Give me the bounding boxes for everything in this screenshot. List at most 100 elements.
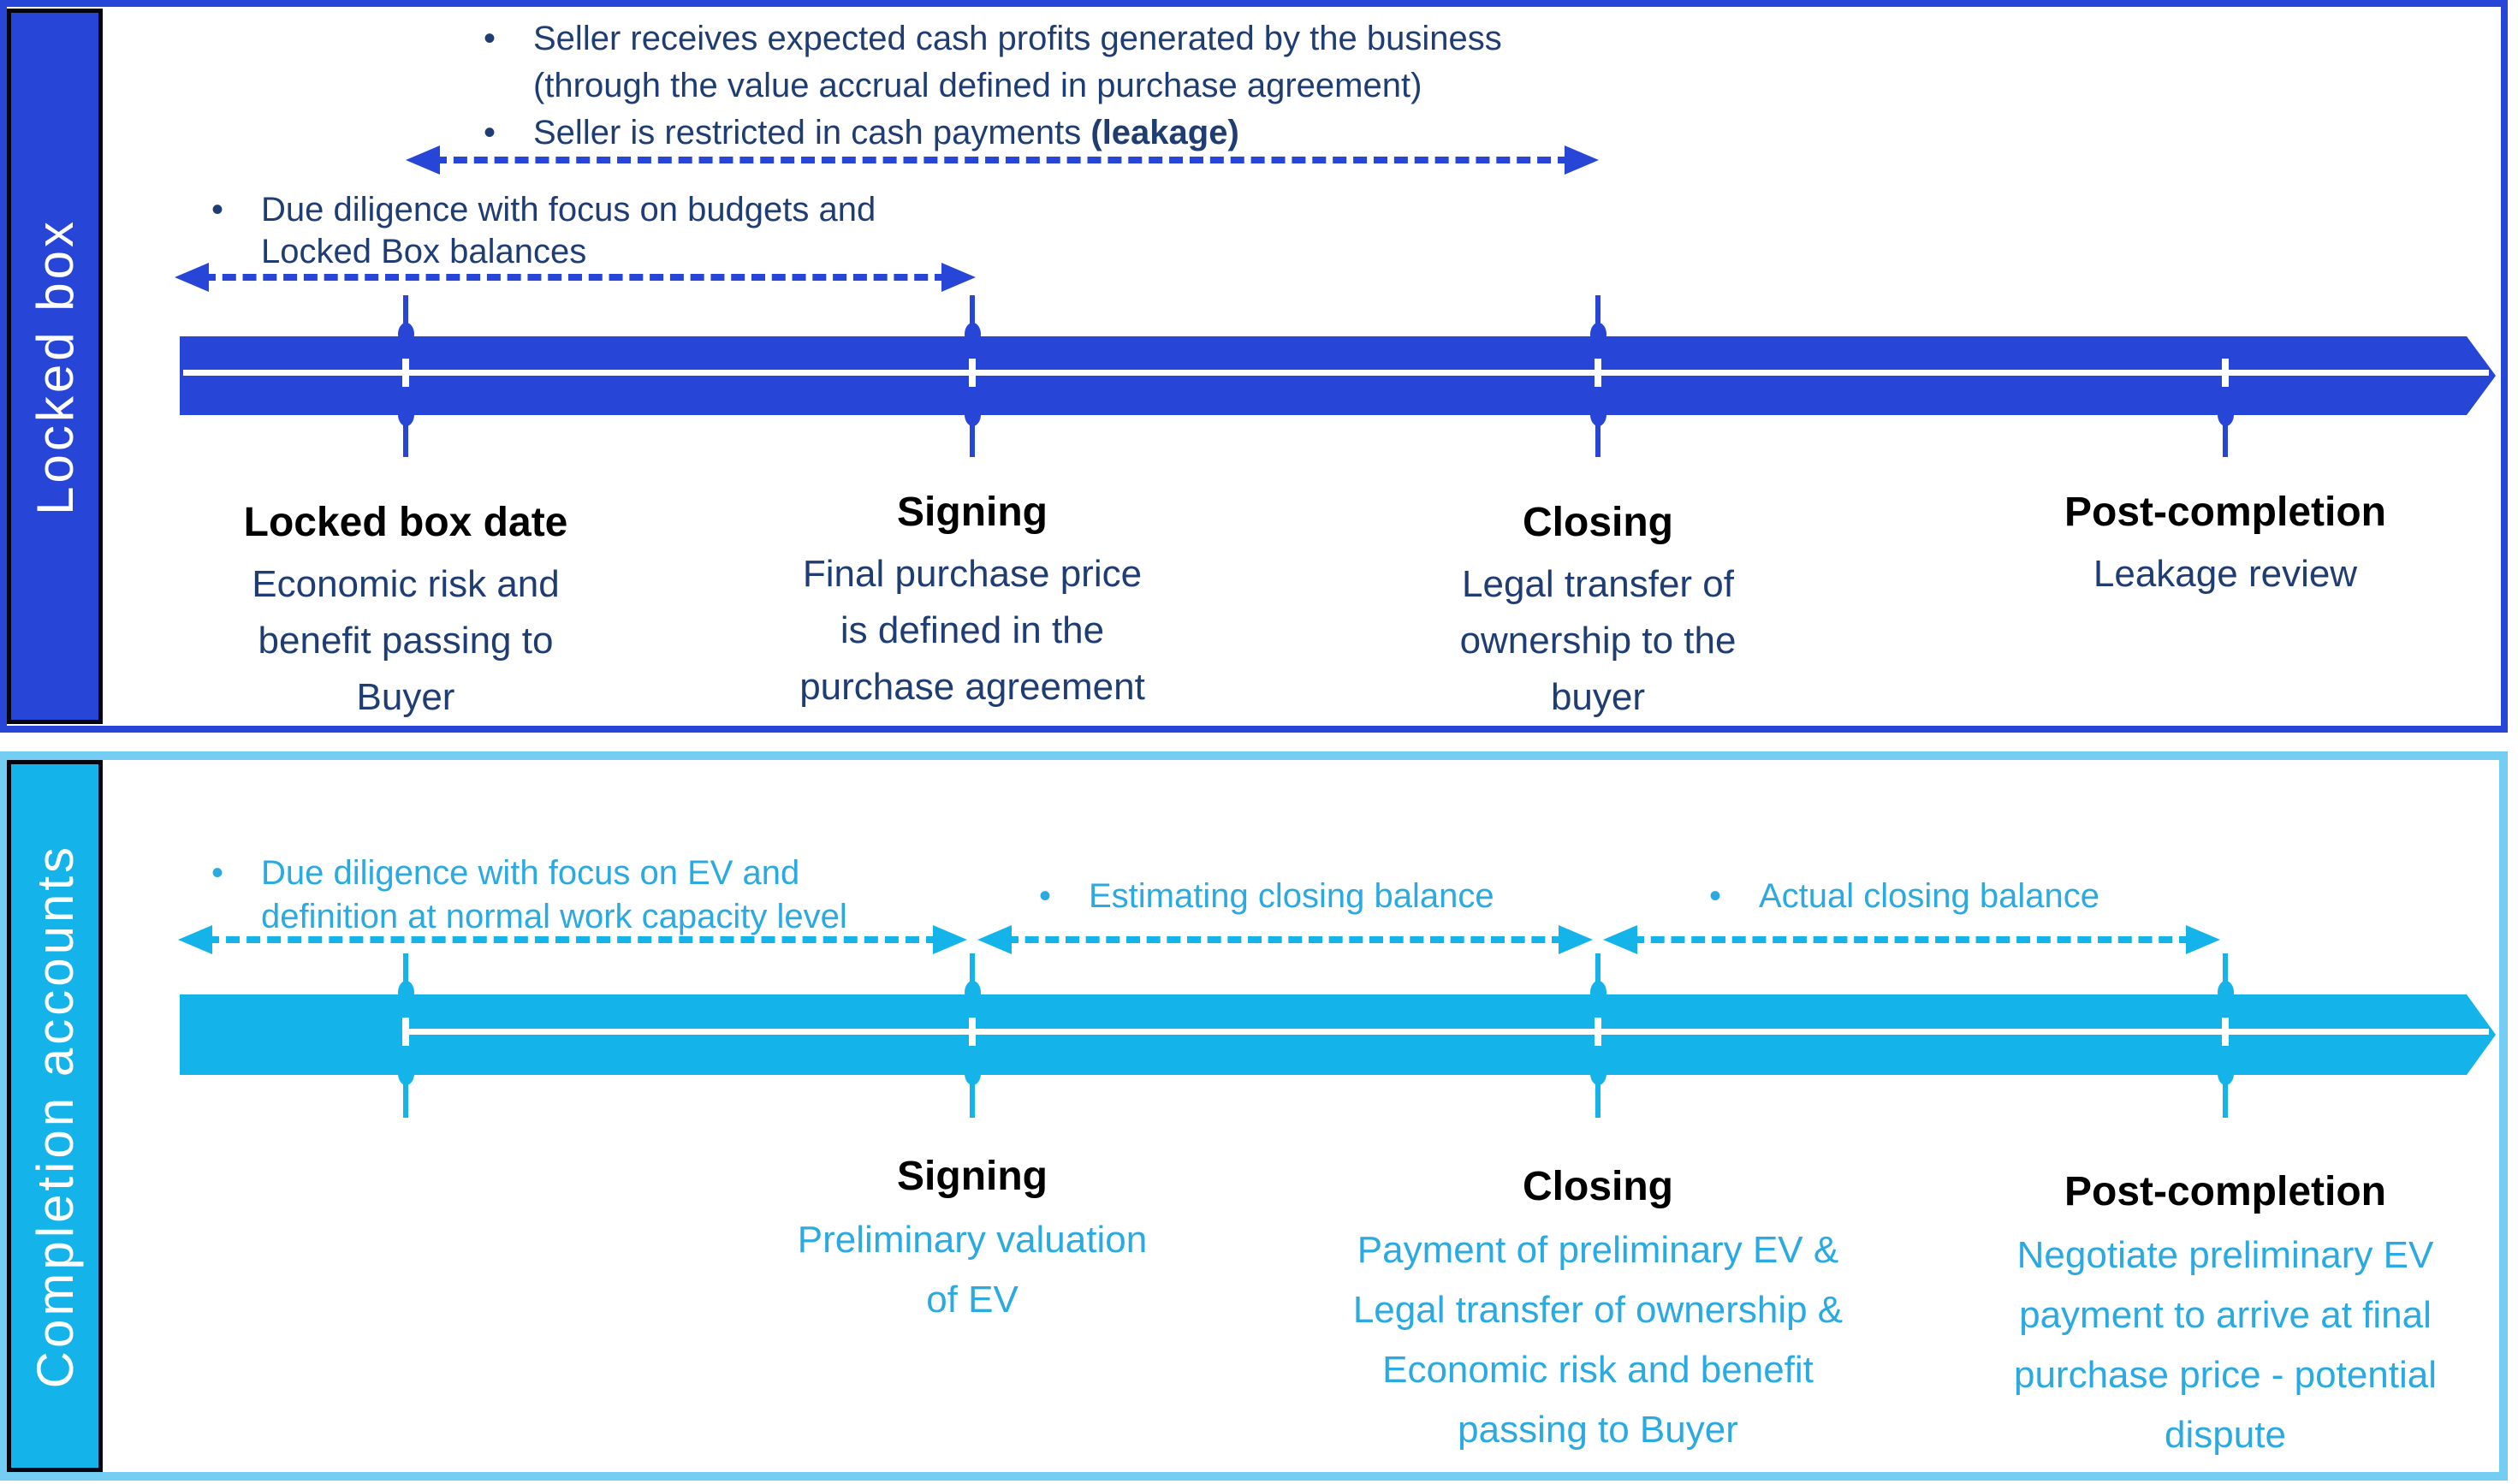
list-item: • Actual closing balance [1709, 875, 2266, 918]
completion-accounts-timeline-bar [180, 994, 2496, 1075]
tick-stem [970, 424, 975, 457]
milestone-signing: Signing Preliminary valuation of EV [716, 1154, 1229, 1330]
milestone-locked-box-date: Locked box date Economic risk and benefi… [166, 500, 645, 726]
tick-stem [1595, 1083, 1600, 1118]
tick-droplet [398, 323, 414, 346]
tick-stem [970, 1083, 975, 1118]
seller-bullet-1-line-1: Seller receives expected cash profits ge… [533, 20, 1502, 57]
bullet-icon: • [211, 854, 224, 892]
tick-droplet [398, 1062, 414, 1085]
dashed-line [433, 157, 1571, 163]
milestone-description: Negotiate preliminary EV payment to arri… [2013, 1234, 2438, 1456]
tick-mark [1595, 1018, 1601, 1046]
tick-stem [2223, 1083, 2228, 1118]
locked-box-side-label: Locked box [7, 9, 103, 724]
estimating-text: Estimating closing balance [1089, 877, 1494, 915]
bullet-icon: • [484, 20, 496, 57]
dashed-line [205, 936, 940, 943]
milestone-description: Preliminary valuation of EV [797, 1219, 1148, 1321]
ev-bullet-list: • Due diligence with focus on EV and def… [211, 852, 1067, 939]
tick-mark [402, 1018, 409, 1046]
seller-bullet-2-bold: (leakage) [1090, 114, 1239, 151]
bullet-icon: • [1709, 877, 1722, 915]
tick-droplet [965, 323, 981, 346]
ev-dd-line-2: definition at normal work capacity level [261, 898, 847, 935]
milestone-post-completion: Post-completion Leakage review [1986, 490, 2465, 603]
tick-mark [2222, 1018, 2229, 1046]
tick-stem [1595, 953, 1600, 996]
dashed-line [202, 274, 948, 281]
completion-accounts-panel [0, 751, 2508, 1481]
list-item: definition at normal work capacity level [211, 895, 1067, 939]
tick-stem [970, 295, 975, 338]
arrow-right-icon [933, 925, 967, 954]
arrow-right-icon [1565, 145, 1599, 175]
timeline-center-line [406, 1029, 2489, 1035]
actual-period-arrow [1603, 925, 2220, 954]
tick-mark [969, 1018, 976, 1046]
tick-mark [969, 359, 976, 387]
tick-droplet [2218, 1062, 2234, 1085]
tick-stem [403, 1083, 408, 1118]
leakage-period-arrow [406, 145, 1599, 175]
due-diligence-bullet-list: • Due diligence with focus on budgets an… [211, 189, 1016, 273]
seller-bullet-1-line-2: (through the value accrual defined in pu… [533, 67, 1422, 104]
milestone-title: Signing [897, 1154, 1048, 1199]
tick-mark [402, 359, 409, 387]
milestone-title: Signing [897, 490, 1048, 535]
tick-stem [403, 424, 408, 457]
tick-droplet [398, 403, 414, 426]
milestone-title: Post-completion [2064, 1169, 2386, 1214]
arrow-right-icon [1559, 925, 1593, 954]
tick-stem [1595, 424, 1600, 457]
timeline-center-line [183, 370, 2489, 376]
tick-droplet [398, 981, 414, 1004]
tick-droplet [965, 403, 981, 426]
dashed-line [1005, 936, 1565, 943]
tick-droplet [2218, 981, 2234, 1004]
tick-mark [1595, 359, 1601, 387]
locked-box-side-label-text: Locked box [26, 217, 84, 515]
tick-stem [403, 953, 408, 996]
tick-droplet [1590, 981, 1606, 1004]
tick-stem [1595, 295, 1600, 338]
locked-box-timeline-bar [180, 336, 2496, 415]
milestone-description: Leakage review [2093, 553, 2358, 595]
bullet-icon: • [484, 114, 496, 151]
arrow-right-icon [941, 263, 976, 292]
actual-bullet: • Actual closing balance [1709, 875, 2266, 918]
list-item: • Due diligence with focus on EV and [211, 852, 1067, 895]
seller-bullet-2-text: Seller is restricted in cash payments [533, 114, 1091, 151]
due-diligence-period-arrow [175, 263, 976, 292]
ev-dd-period-arrow [178, 925, 967, 954]
tick-stem [2223, 424, 2228, 457]
milestone-title: Closing [1523, 500, 1673, 545]
milestone-title: Locked box date [243, 500, 568, 545]
milestone-description: Payment of preliminary EV & Legal transf… [1352, 1229, 1844, 1451]
milestone-description: Economic risk and benefit passing to Buy… [252, 563, 560, 718]
list-item: (through the value accrual defined in pu… [484, 62, 1699, 110]
tick-stem [2223, 953, 2228, 996]
milestone-closing: Closing Payment of preliminary EV & Lega… [1315, 1164, 1880, 1460]
estimating-bullet: • Estimating closing balance [1039, 875, 1638, 918]
estimating-period-arrow [977, 925, 1593, 954]
tick-mark [2222, 359, 2229, 387]
tick-droplet [1590, 403, 1606, 426]
arrow-right-icon [2186, 925, 2220, 954]
dd-line-2: Locked Box balances [261, 233, 587, 270]
list-item: Locked Box balances [211, 231, 1016, 273]
completion-accounts-side-label-text: Completion accounts [26, 843, 84, 1389]
list-item: • Seller receives expected cash profits … [484, 15, 1699, 62]
dashed-line [1630, 936, 2193, 943]
tick-stem [970, 953, 975, 996]
tick-droplet [1590, 1062, 1606, 1085]
tick-droplet [965, 981, 981, 1004]
tick-droplet [2218, 403, 2234, 426]
ev-dd-line-1: Due diligence with focus on EV and [261, 854, 800, 892]
actual-text: Actual closing balance [1759, 877, 2100, 915]
milestone-closing: Closing Legal transfer of ownership to t… [1358, 500, 1838, 726]
milestone-description: Final purchase price is defined in the p… [799, 553, 1145, 708]
bullet-icon: • [211, 191, 224, 229]
bullet-icon: • [1039, 877, 1052, 915]
